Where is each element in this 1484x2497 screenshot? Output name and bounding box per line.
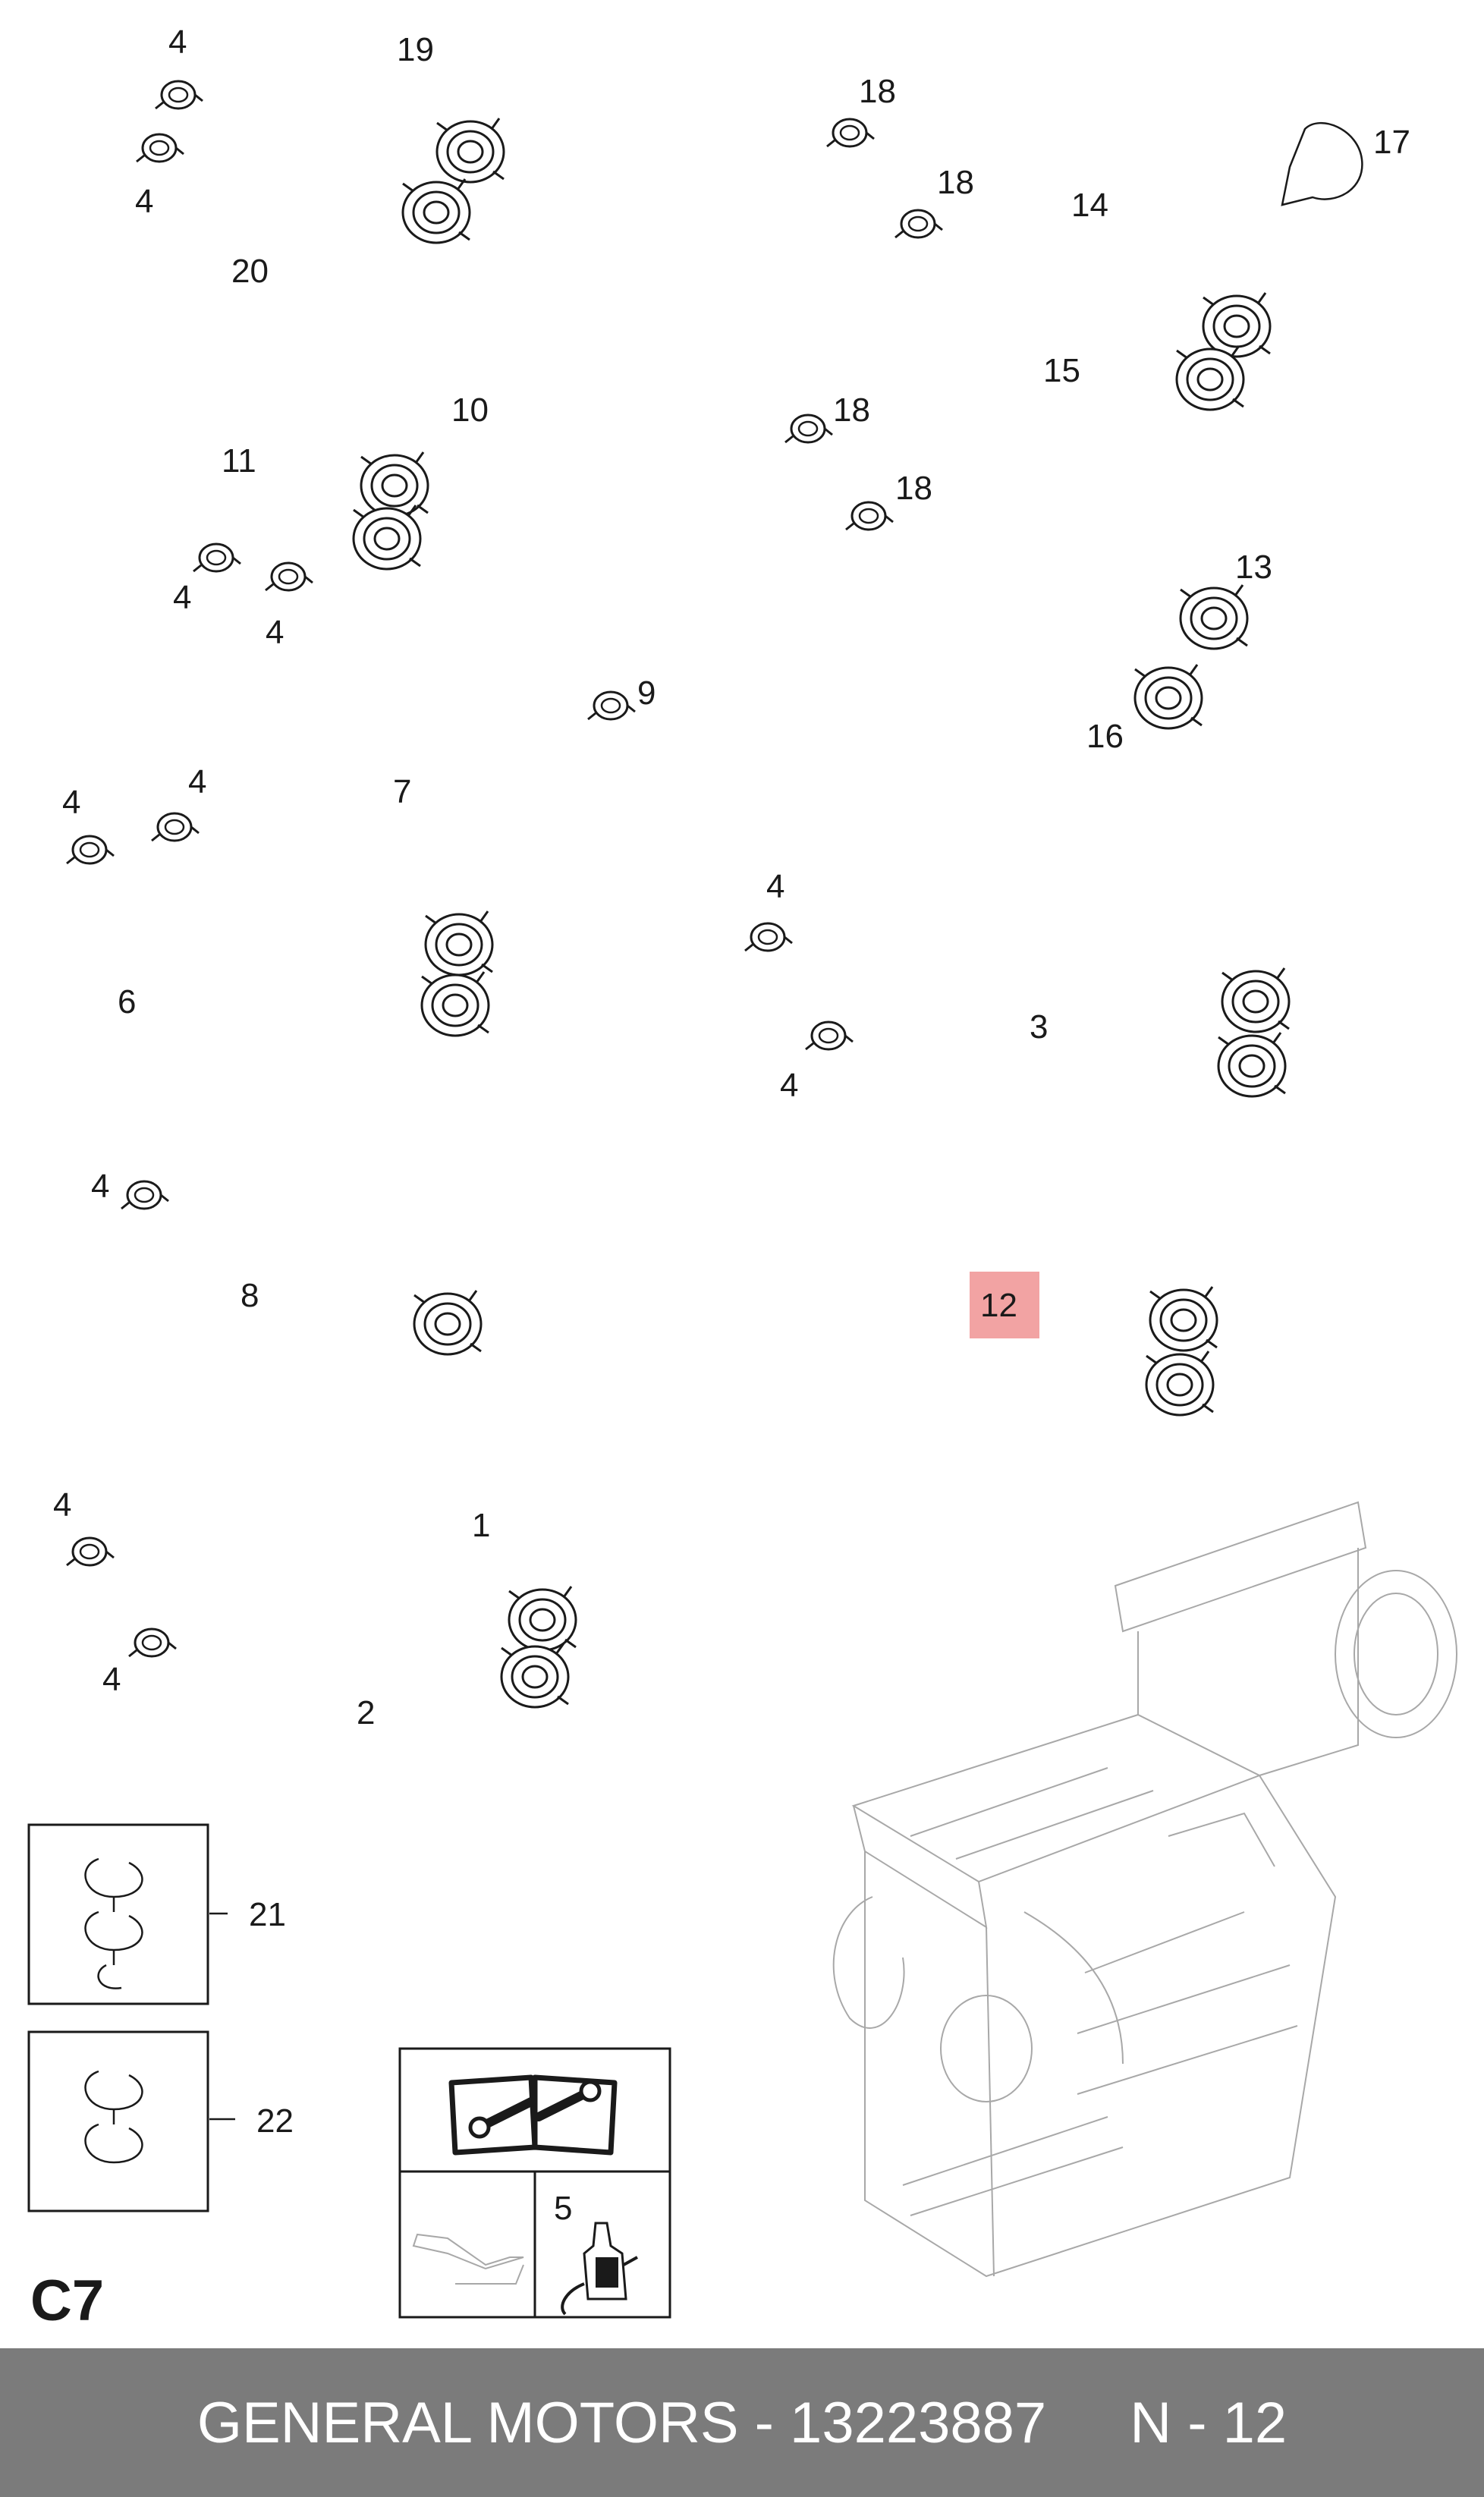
highlight-box bbox=[970, 1272, 1039, 1338]
callout-4: 4 bbox=[53, 1486, 71, 1524]
callout-3: 3 bbox=[1030, 1008, 1048, 1046]
hose-19-20-group bbox=[135, 49, 505, 259]
hose-3-group bbox=[744, 922, 1291, 1120]
hose-6-7-group bbox=[65, 690, 637, 1066]
footer-bar: GENERAL MOTORS - 13223887 N - 12 bbox=[0, 2348, 1484, 2497]
callout-10: 10 bbox=[451, 392, 489, 429]
hose-1-2-group bbox=[65, 1521, 577, 1709]
hose-13-16-group bbox=[730, 414, 1249, 730]
callout-18: 18 bbox=[937, 164, 974, 201]
callout-20: 20 bbox=[231, 253, 269, 290]
callout-18: 18 bbox=[859, 73, 896, 110]
callout-4: 4 bbox=[173, 579, 191, 616]
callout-4: 4 bbox=[188, 763, 206, 800]
callout-22: 22 bbox=[256, 2102, 294, 2140]
hvac-module-illustration bbox=[832, 1501, 1457, 2278]
parts-diagram: 4 19 4 20 18 18 14 15 17 10 11 4 4 18 18… bbox=[27, 24, 1457, 2333]
callout-4: 4 bbox=[91, 1168, 109, 1205]
sealant-bottle-icon bbox=[561, 2222, 638, 2316]
clip-box-21 bbox=[27, 1823, 209, 2005]
callout-18: 18 bbox=[833, 392, 870, 429]
callout-21: 21 bbox=[249, 1896, 286, 1933]
callout-17: 17 bbox=[1373, 124, 1410, 161]
callout-16: 16 bbox=[1086, 718, 1124, 755]
hose-10-11-group bbox=[192, 410, 449, 592]
callout-18: 18 bbox=[895, 470, 932, 507]
callout-13: 13 bbox=[1235, 549, 1272, 586]
callout-15: 15 bbox=[1043, 352, 1080, 389]
section-code: C7 bbox=[30, 2269, 104, 2333]
callout-4: 4 bbox=[766, 868, 784, 905]
callout-19: 19 bbox=[397, 31, 434, 68]
callout-4: 4 bbox=[780, 1067, 798, 1104]
callout-11: 11 bbox=[222, 442, 256, 480]
oil-can-icon bbox=[412, 2233, 524, 2285]
callout-9: 9 bbox=[637, 675, 656, 712]
hose-12-group bbox=[806, 1248, 1218, 1448]
callout-5: 5 bbox=[554, 2190, 572, 2227]
callout-labels: 4 19 4 20 18 18 14 15 17 10 11 4 4 18 18… bbox=[53, 24, 1410, 2227]
brand-part-number: GENERAL MOTORS - 13223887 bbox=[197, 2390, 1047, 2455]
callout-12: 12 bbox=[980, 1287, 1017, 1324]
page-reference: N - 12 bbox=[1130, 2390, 1287, 2455]
callout-4: 4 bbox=[266, 614, 284, 651]
callout-4: 4 bbox=[168, 24, 187, 61]
service-manual-icon bbox=[448, 2074, 618, 2156]
callout-7: 7 bbox=[393, 773, 411, 810]
service-info-box bbox=[398, 2047, 671, 2319]
callout-4: 4 bbox=[135, 183, 153, 220]
clip-box-22 bbox=[27, 2030, 209, 2212]
callout-6: 6 bbox=[118, 983, 136, 1020]
callout-8: 8 bbox=[241, 1277, 259, 1314]
hose-8-group bbox=[108, 1180, 483, 1388]
callout-14: 14 bbox=[1071, 187, 1108, 224]
hose-14-15-group bbox=[775, 118, 1363, 411]
callout-4: 4 bbox=[102, 1661, 121, 1698]
callout-4: 4 bbox=[62, 784, 80, 821]
callout-2: 2 bbox=[357, 1694, 375, 1731]
callout-1: 1 bbox=[472, 1507, 490, 1544]
